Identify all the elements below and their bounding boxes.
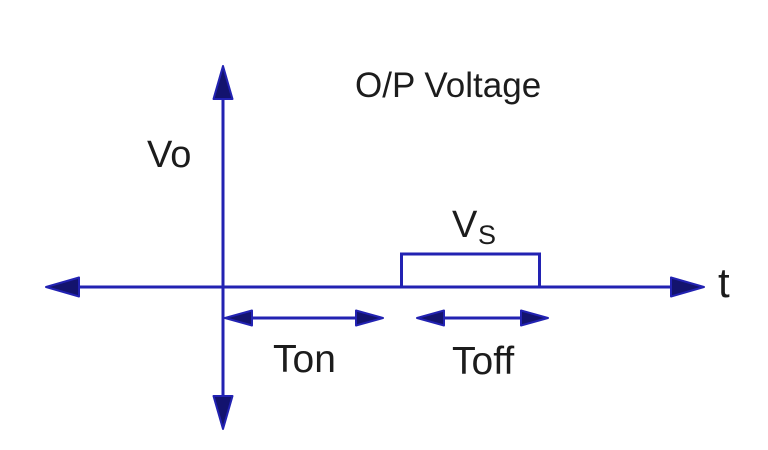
toff-interval-arrow — [416, 309, 549, 327]
diagram-title: O/P Voltage — [355, 66, 541, 105]
pulse-label: V S — [452, 204, 496, 250]
x-axis-label: t — [718, 259, 730, 306]
y-axis-down-arrowhead-icon — [212, 395, 234, 430]
toff-left-arrowhead-icon — [416, 309, 445, 327]
x-axis-right-arrowhead-icon — [670, 276, 705, 298]
toff-label: Toff — [452, 340, 514, 383]
ton-interval-arrow — [224, 309, 384, 327]
x-axis-left-arrowhead-icon — [45, 276, 80, 298]
ton-left-arrowhead-icon — [224, 309, 253, 327]
toff-right-arrowhead-icon — [520, 309, 549, 327]
pulse-label-main: V — [452, 204, 478, 246]
pulse-label-subscript: S — [478, 220, 496, 250]
y-axis — [212, 65, 234, 430]
y-axis-up-arrowhead-icon — [212, 65, 234, 100]
voltage-pulse — [400, 252, 541, 289]
ton-right-arrowhead-icon — [355, 309, 384, 327]
x-axis — [45, 276, 705, 298]
y-axis-label: Vo — [147, 134, 191, 176]
ton-label: Ton — [273, 338, 336, 381]
